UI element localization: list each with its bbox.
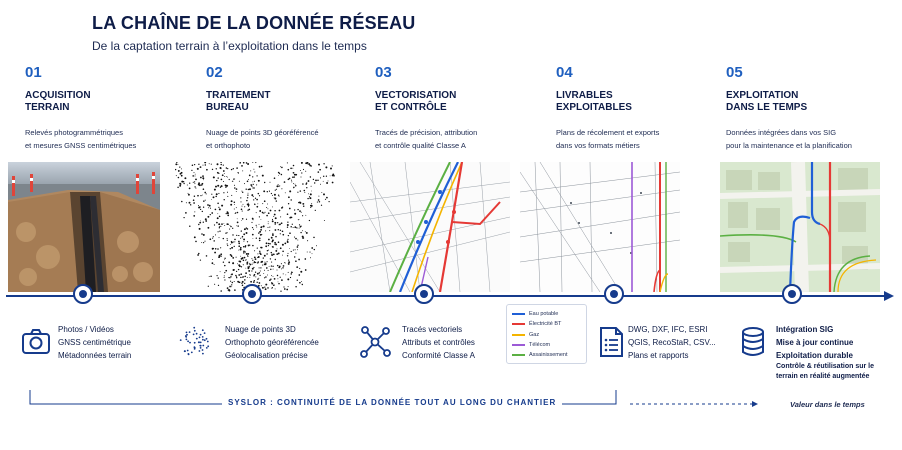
- timeline-node-3: [414, 284, 434, 304]
- step-number: 01: [25, 64, 42, 81]
- legend-entry: Télécom: [512, 340, 581, 350]
- value-over-time-label: Valeur dans le temps: [790, 400, 865, 409]
- camera-icon: [22, 329, 50, 354]
- step-number: 05: [726, 64, 743, 81]
- timeline-node-4: [604, 284, 624, 304]
- document-list-icon: [600, 327, 623, 357]
- point-cloud-icon: [179, 326, 210, 356]
- page-title: LA CHAÎNE DE LA DONNÉE RÉSEAU: [92, 13, 416, 33]
- trench-photo: [8, 162, 160, 292]
- page-subtitle: De la captation terrain à l’exploitation…: [92, 39, 367, 53]
- legend-entry: Gaz: [512, 330, 581, 340]
- network-legend: Eau potable Électricité BT Gaz Télécom A…: [506, 304, 587, 364]
- network-nodes-icon: [360, 326, 391, 358]
- legend-entry: Eau potable: [512, 309, 581, 319]
- step-number: 04: [556, 64, 573, 81]
- timeline-arrow: [6, 291, 894, 301]
- timeline-node-1: [73, 284, 93, 304]
- legend-entry: Électricité BT: [512, 319, 581, 329]
- vector-plan-image: [350, 162, 510, 292]
- timeline-node-5: [782, 284, 802, 304]
- gis-map-image: [720, 162, 880, 292]
- step-number: 02: [206, 64, 223, 81]
- point-cloud-image: [175, 162, 335, 292]
- deliverable-plan-image: [520, 162, 680, 292]
- database-icon: [742, 327, 764, 356]
- legend-entry: Assainissement: [512, 350, 581, 360]
- timeline-node-2: [242, 284, 262, 304]
- step-number: 03: [375, 64, 392, 81]
- continuity-label: SYSLOR : CONTINUITÉ DE LA DONNÉE TOUT AU…: [222, 398, 563, 407]
